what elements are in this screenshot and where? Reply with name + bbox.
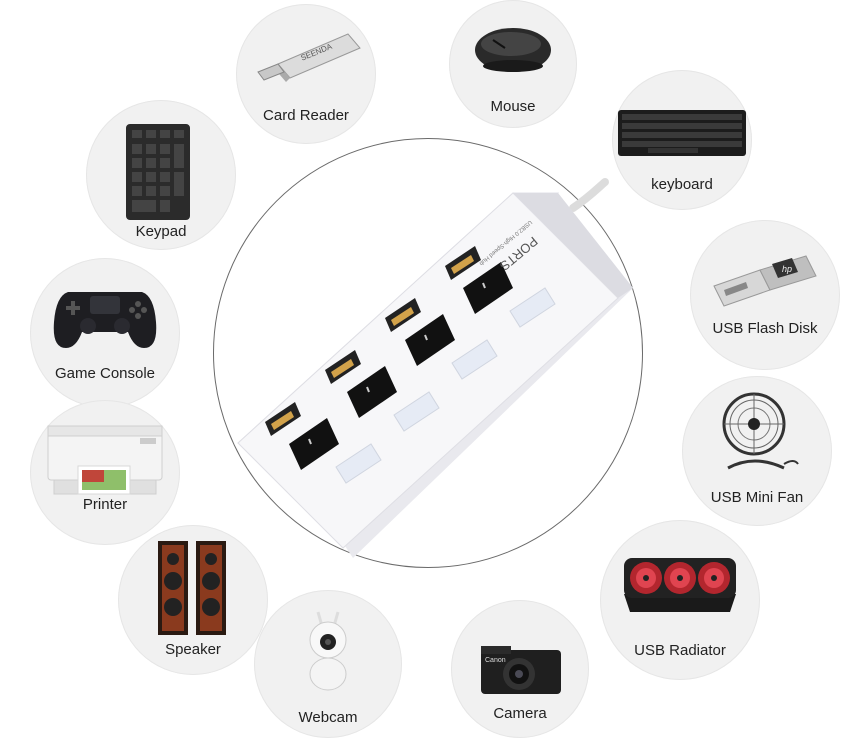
keyboard-icon (618, 110, 746, 156)
flash-brand-text: hp (782, 264, 792, 274)
cooling-pad-icon (624, 558, 736, 612)
device-game-console: Game Console (30, 258, 180, 408)
device-webcam: Webcam (254, 590, 402, 738)
keypad-icon (126, 124, 190, 220)
card-reader-icon: SEENDA (257, 33, 361, 82)
device-label-card-reader: Card Reader (263, 107, 349, 124)
device-label-game-console: Game Console (54, 365, 156, 382)
device-label-usb-radiator: USB Radiator (634, 642, 726, 659)
device-camera: Canon Camera (451, 600, 589, 738)
device-label-keypad: Keypad (135, 223, 187, 240)
camera-brand-text: Canon (485, 657, 506, 664)
device-usb-radiator: USB Radiator (600, 520, 760, 680)
fan-icon (722, 392, 799, 470)
webcam-icon (309, 611, 347, 691)
device-label-printer: Printer (82, 496, 128, 513)
device-label-camera: Camera (493, 705, 547, 722)
gamepad-icon (53, 292, 157, 348)
device-mouse: Mouse (449, 0, 577, 128)
device-label-usb-mini-fan: USB Mini Fan (710, 489, 804, 506)
camera-icon: Canon (481, 646, 561, 694)
device-printer: Printer (30, 400, 180, 545)
speaker-icon (158, 541, 226, 635)
device-keypad: Keypad (86, 100, 236, 250)
device-usb-flash-disk: hp USB Flash Disk (690, 220, 840, 370)
mouse-icon (475, 28, 551, 72)
device-usb-mini-fan: USB Mini Fan (682, 376, 832, 526)
device-label-keyboard: keyboard (651, 176, 713, 193)
device-card-reader: SEENDA Card Reader (236, 4, 376, 144)
device-label-webcam: Webcam (298, 709, 358, 726)
device-label-speaker: Speaker (165, 641, 221, 658)
printer-icon (47, 425, 163, 495)
device-keyboard: keyboard (612, 70, 752, 210)
device-label-usb-flash-disk: USB Flash Disk (712, 320, 818, 337)
device-label-mouse: Mouse (490, 98, 536, 115)
device-speaker: Speaker (118, 525, 268, 675)
usb-flash-disk-icon: hp (713, 255, 817, 307)
usb-hub-icon: PORTS USB2.0 High-Speed Hub (237, 178, 633, 558)
